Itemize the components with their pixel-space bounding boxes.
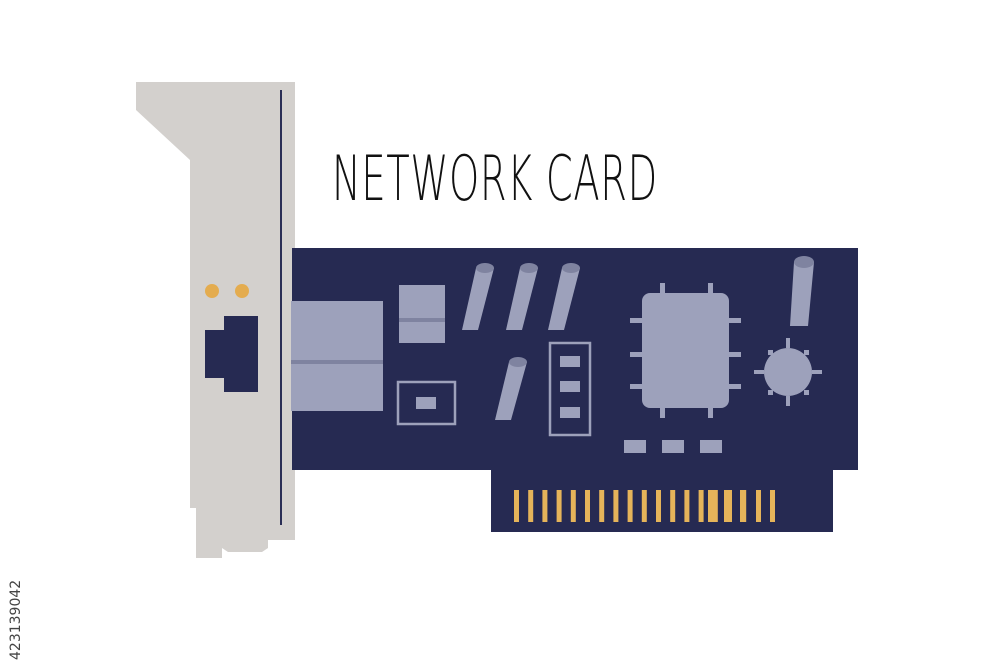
chip-pin — [804, 390, 809, 395]
gold-contact — [684, 490, 690, 522]
chip-pin — [630, 384, 642, 389]
chip-pin — [708, 283, 713, 293]
gold-contact — [556, 490, 562, 522]
gold-contact — [627, 490, 633, 522]
chip-pin — [729, 352, 741, 357]
component-block-left — [291, 285, 445, 411]
gold-edge-contacts — [514, 490, 775, 522]
gold-contact — [756, 490, 761, 522]
title-text: NETWORK CARD — [332, 142, 658, 215]
chip-pin — [729, 384, 741, 389]
gold-contact — [514, 490, 519, 522]
gold-contact — [727, 490, 732, 522]
gold-contact — [542, 490, 548, 522]
bracket-plate — [136, 82, 295, 558]
chip-pin — [630, 318, 642, 323]
chip-pin — [804, 350, 809, 355]
chip-pins — [630, 283, 822, 418]
chip-pin — [754, 370, 764, 374]
chip-pin — [786, 338, 790, 348]
gold-contact — [656, 490, 661, 522]
gold-contact — [528, 490, 534, 522]
side-identifier: 423139042 — [8, 579, 24, 660]
chip-pin — [630, 352, 642, 357]
gold-contact — [724, 490, 729, 522]
chip-pin — [768, 350, 773, 355]
capacitor-right — [790, 256, 814, 326]
gold-contact — [712, 490, 718, 522]
small-chip — [396, 380, 457, 426]
capacitors-top — [462, 263, 580, 330]
gold-contact — [641, 490, 647, 522]
chip-pin — [660, 408, 665, 418]
gold-contact — [585, 490, 590, 522]
chip-pin — [768, 390, 773, 395]
capacitor-middle — [495, 357, 527, 420]
status-led-2 — [235, 284, 249, 298]
chip-pin — [660, 283, 665, 293]
bracket — [136, 82, 295, 558]
chip-pin — [812, 370, 822, 374]
gold-contact — [570, 490, 576, 522]
gold-contact — [599, 490, 605, 522]
smd-pads — [624, 440, 722, 453]
resistor-array — [548, 341, 592, 437]
chip-pin — [786, 396, 790, 406]
gold-contact — [708, 490, 713, 522]
status-led-1 — [205, 284, 219, 298]
chip-pin — [729, 318, 741, 323]
gold-contact — [613, 490, 619, 522]
ethernet-port-icon — [205, 316, 258, 392]
main-processor-chip — [642, 293, 729, 408]
chip-pin — [708, 408, 713, 418]
secondary-chip — [764, 348, 812, 396]
gold-contact — [698, 490, 704, 522]
gold-contact — [740, 490, 745, 522]
gold-contact — [770, 490, 775, 522]
gold-contact — [670, 490, 676, 522]
ethernet-port — [205, 316, 258, 392]
